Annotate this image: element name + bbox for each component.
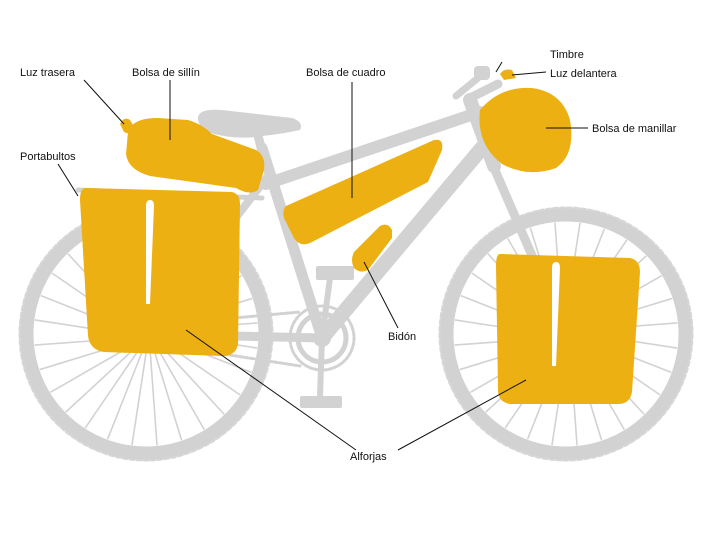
leader-lines	[57, 61, 588, 451]
spoke	[150, 340, 183, 441]
label-portabultos: Portabultos	[20, 151, 76, 163]
bell-mount	[474, 66, 490, 80]
labels: Timbre Luz trasera Bolsa de sillín Bolsa…	[20, 49, 677, 463]
pedal-top	[316, 266, 354, 280]
label-luz-trasera: Luz trasera	[20, 67, 76, 79]
pedal-bottom	[300, 396, 342, 408]
spoke	[151, 338, 206, 431]
spoke	[131, 341, 149, 446]
label-bidon: Bidón	[388, 331, 416, 343]
label-bolsa-cuadro: Bolsa de cuadro	[306, 67, 386, 79]
frame-bag	[283, 139, 443, 245]
rear-pannier	[80, 188, 240, 356]
label-luz-delantera: Luz delantera	[550, 68, 618, 80]
water-bottle	[352, 224, 392, 272]
spoke	[106, 341, 147, 440]
spoke	[84, 341, 145, 429]
label-timbre: Timbre	[550, 49, 584, 61]
label-bolsa-manillar: Bolsa de manillar	[592, 123, 677, 135]
saddle	[197, 109, 301, 138]
saddle-bag	[126, 118, 265, 193]
spoke	[65, 340, 144, 413]
front-pannier	[496, 254, 640, 404]
rear-light	[120, 118, 136, 134]
front-light	[500, 69, 516, 80]
handlebar-bag	[479, 87, 572, 173]
label-alforjas: Alforjas	[350, 451, 387, 463]
spoke	[148, 341, 158, 446]
label-bolsa-sillin: Bolsa de sillín	[132, 67, 200, 79]
bags	[80, 69, 640, 404]
